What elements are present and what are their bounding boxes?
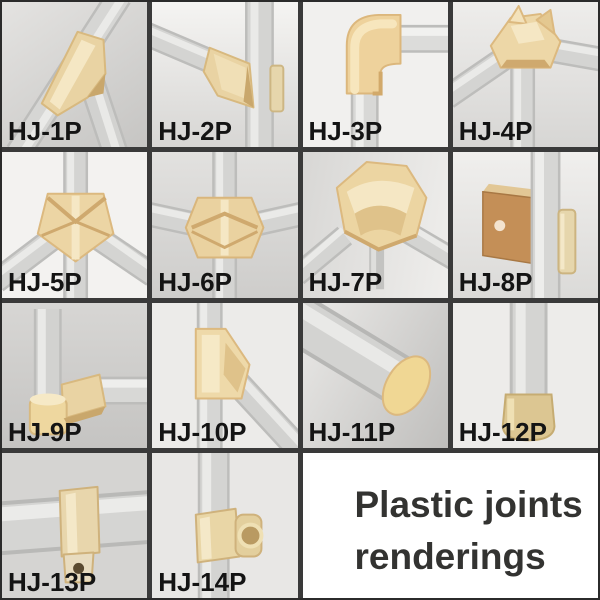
- bracket-plate: [481, 184, 537, 265]
- joint-center: [185, 197, 265, 259]
- joint-elbow: [345, 13, 401, 96]
- clip-strip: [557, 208, 577, 275]
- joint-center: [36, 193, 115, 263]
- joint-label: HJ-4P: [458, 116, 533, 147]
- caption-line-2: renderings: [354, 535, 546, 577]
- joint-clip: [195, 507, 264, 564]
- joint-label: HJ-3P: [308, 116, 383, 147]
- joint-label: HJ-14P: [158, 567, 247, 597]
- caption-line-1: Plastic joints: [354, 483, 583, 525]
- photo-hj-1p-45deg-branch-joint: [6, 2, 131, 148]
- joint-label: HJ-10P: [158, 416, 247, 447]
- photo-hj-12p-foot-cap: [501, 302, 556, 441]
- pipe-top: [212, 152, 238, 202]
- joint-label: HJ-12P: [458, 416, 547, 447]
- photo-hj-11p-pipe-end-cap: [302, 302, 431, 416]
- joint-label: HJ-11P: [308, 416, 396, 447]
- cell-hj-12p: HJ-12P: [452, 302, 598, 448]
- joint-clamp: [58, 485, 101, 584]
- joint-label: HJ-2P: [158, 116, 232, 147]
- joint-y-sleeve: [195, 327, 251, 400]
- cell-hj-14p: HJ-14P: [152, 452, 298, 598]
- photo-hj-4p-three-way-corner-joint: [452, 4, 598, 148]
- joint-label: HJ-9P: [8, 416, 82, 447]
- photo-hj-9p-swivel-corner-joint: [28, 308, 148, 435]
- photo-hj-13p-clamp-band: [2, 485, 148, 584]
- pipe-lower-left: [302, 227, 352, 285]
- photo-hj-8p-wall-bracket-joint: [481, 152, 577, 298]
- cell-hj-1p: HJ-1P: [2, 2, 148, 148]
- pipe-vertical: [245, 2, 275, 148]
- clip-ring: [237, 522, 264, 549]
- cap-face: [381, 354, 431, 416]
- cell-hj-11p: HJ-11P: [302, 302, 448, 448]
- joint-knob: [335, 161, 427, 252]
- joint-label: HJ-6P: [158, 266, 232, 297]
- joint-label: HJ-1P: [8, 116, 82, 147]
- pipe-lower-left: [2, 227, 62, 292]
- pipe-thick-diagonal: [302, 302, 416, 405]
- pipe-vertical: [509, 302, 548, 402]
- joint-swivel: [28, 373, 107, 435]
- photo-hj-7p-corner-joint-top-view: [302, 161, 448, 290]
- pipe-bottom: [212, 249, 238, 298]
- pipe-center-below: [368, 245, 384, 290]
- cell-hj-6p: HJ-6P: [152, 152, 298, 298]
- cell-hj-10p: HJ-10P: [152, 302, 298, 448]
- cell-hj-4p: HJ-4P: [452, 2, 598, 148]
- cell-hj-13p: HJ-13P: [2, 452, 148, 598]
- clamp-hole: [73, 562, 85, 574]
- joint-sleeve: [40, 30, 107, 117]
- pipe-horizontal: [392, 24, 448, 53]
- photo-hj-3p-elbow-joint: [345, 13, 448, 148]
- photo-hj-14p-c-clip-clamp: [195, 452, 264, 598]
- cell-hj-8p: HJ-8P: [452, 152, 598, 298]
- joint-label: HJ-7P: [308, 266, 383, 297]
- cell-hj-2p: HJ-2P: [152, 2, 298, 148]
- cap-cup: [501, 393, 556, 441]
- joint-label: HJ-5P: [8, 266, 82, 297]
- joint-label: HJ-13P: [8, 567, 97, 597]
- joint-label: HJ-8P: [458, 266, 533, 297]
- cell-hj-3p: HJ-3P: [302, 2, 448, 148]
- pipe-bottom: [509, 59, 535, 148]
- photo-hj-6p-cross-joint: [152, 152, 298, 298]
- joint-corner: [489, 4, 562, 69]
- bracket-hole: [494, 220, 505, 232]
- joint-tab: [269, 64, 285, 113]
- cell-hj-9p: HJ-9P: [2, 302, 148, 448]
- photo-hj-2p-side-tee-joint: [152, 2, 285, 148]
- pipe-vertical: [530, 152, 561, 298]
- joint-sleeve: [202, 46, 285, 113]
- photo-hj-10p-y-branch-joint: [195, 302, 298, 448]
- photo-hj-5p-four-way-corner-joint: [2, 152, 148, 298]
- caption-cell: Plastic joints renderings: [302, 452, 598, 598]
- cell-hj-5p: HJ-5P: [2, 152, 148, 298]
- pipe-top: [63, 152, 89, 201]
- cell-hj-7p: HJ-7P: [302, 152, 448, 298]
